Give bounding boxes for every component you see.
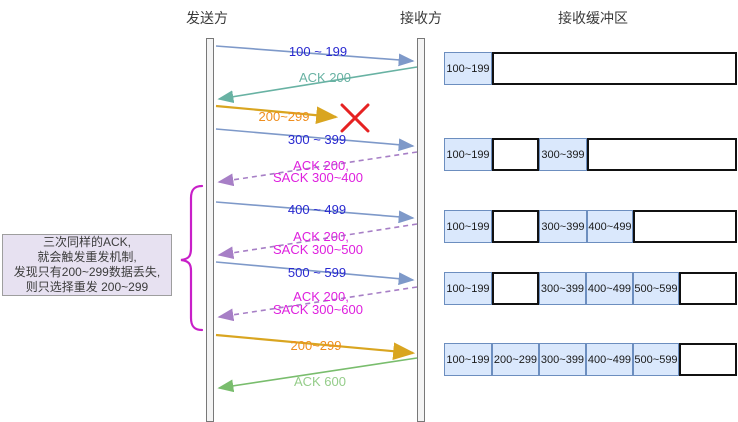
annotation-line-2: 就会触发重发机制, [37, 250, 137, 264]
arrow-sack-300-400 [217, 151, 418, 187]
buffer-row-4: 100~199 300~399 400~499 500~599 [444, 272, 737, 305]
sender-column-label: 发送方 [186, 10, 228, 26]
arrow-data-400-499 [215, 201, 415, 224]
packet-loss-cross-icon [340, 103, 370, 133]
buffer-cell-empty [679, 272, 737, 305]
buffer-cell: 100~199 [444, 272, 492, 305]
buffer-cell: 400~499 [586, 272, 633, 305]
annotation-line-1: 三次同样的ACK, [42, 235, 131, 249]
buffer-cell: 100~199 [444, 210, 492, 243]
label-data-500-599: 500 ~ 599 [288, 265, 346, 280]
annotation-line-4: 则只选择重发 200~299 [25, 280, 149, 294]
arrow-ack-200 [217, 66, 418, 104]
buffer-cell-empty [492, 138, 539, 171]
label-sack-300-600-line1: ACK 200, [293, 289, 349, 304]
label-sack-300-500-line2: SACK 300~500 [273, 242, 363, 257]
annotation-box: 三次同样的ACK, 就会触发重发机制, 发现只有200~299数据丢失, 则只选… [2, 234, 172, 296]
label-ack-200: ACK 200 [299, 70, 351, 85]
buffer-row-1: 100~199 [444, 52, 737, 85]
triple-ack-brace [180, 184, 204, 332]
buffer-row-5: 100~199 200~299 300~399 400~499 500~599 [444, 343, 737, 376]
receive-buffer-title: 接收缓冲区 [558, 10, 628, 26]
arrow-sack-300-500 [217, 223, 418, 260]
buffer-row-3: 100~199 300~399 400~499 [444, 210, 737, 243]
buffer-cell-empty [633, 210, 737, 243]
arrow-sack-300-600 [217, 286, 418, 322]
label-sack-300-400-line1: ACK 200, [293, 158, 349, 173]
buffer-cell-empty [492, 52, 737, 85]
buffer-cell: 300~399 [539, 138, 587, 171]
buffer-cell: 300~399 [539, 210, 587, 243]
receiver-column-label: 接收方 [400, 10, 442, 26]
arrow-data-200-299-lost [215, 104, 339, 124]
label-data-100-199: 100 ~ 199 [289, 44, 347, 59]
arrow-data-100-199 [215, 45, 415, 67]
label-sack-300-500-line1: ACK 200, [293, 229, 349, 244]
annotation-line-3: 发现只有200~299数据丢失, [13, 265, 161, 279]
buffer-cell: 500~599 [633, 272, 679, 305]
label-sack-300-600-line2: SACK 300~600 [273, 302, 363, 317]
arrow-ack-600 [217, 357, 418, 393]
buffer-cell-empty [587, 138, 737, 171]
buffer-cell-empty [492, 210, 539, 243]
buffer-cell: 400~499 [586, 343, 633, 376]
arrow-data-500-599 [215, 261, 415, 286]
label-retransmit-200-299: 200~299 [291, 338, 342, 353]
label-ack-600: ACK 600 [294, 374, 346, 389]
arrow-data-300-399 [215, 128, 415, 152]
buffer-cell: 100~199 [444, 52, 492, 85]
buffer-cell-empty [679, 343, 737, 376]
buffer-cell-empty [492, 272, 539, 305]
buffer-cell: 100~199 [444, 343, 492, 376]
arrow-retransmit-200-299 [215, 333, 416, 360]
buffer-cell: 100~199 [444, 138, 492, 171]
label-data-200-299-lost: 200~299 [259, 109, 310, 124]
buffer-cell: 300~399 [539, 343, 586, 376]
buffer-cell: 400~499 [587, 210, 633, 243]
buffer-cell: 500~599 [633, 343, 679, 376]
buffer-row-2: 100~199 300~399 [444, 138, 737, 171]
label-sack-300-400-line2: SACK 300~400 [273, 170, 363, 185]
buffer-cell: 200~299 [492, 343, 539, 376]
label-data-400-499: 400 ~ 499 [288, 202, 346, 217]
label-data-300-399: 300 ~ 399 [288, 132, 346, 147]
buffer-cell: 300~399 [539, 272, 586, 305]
